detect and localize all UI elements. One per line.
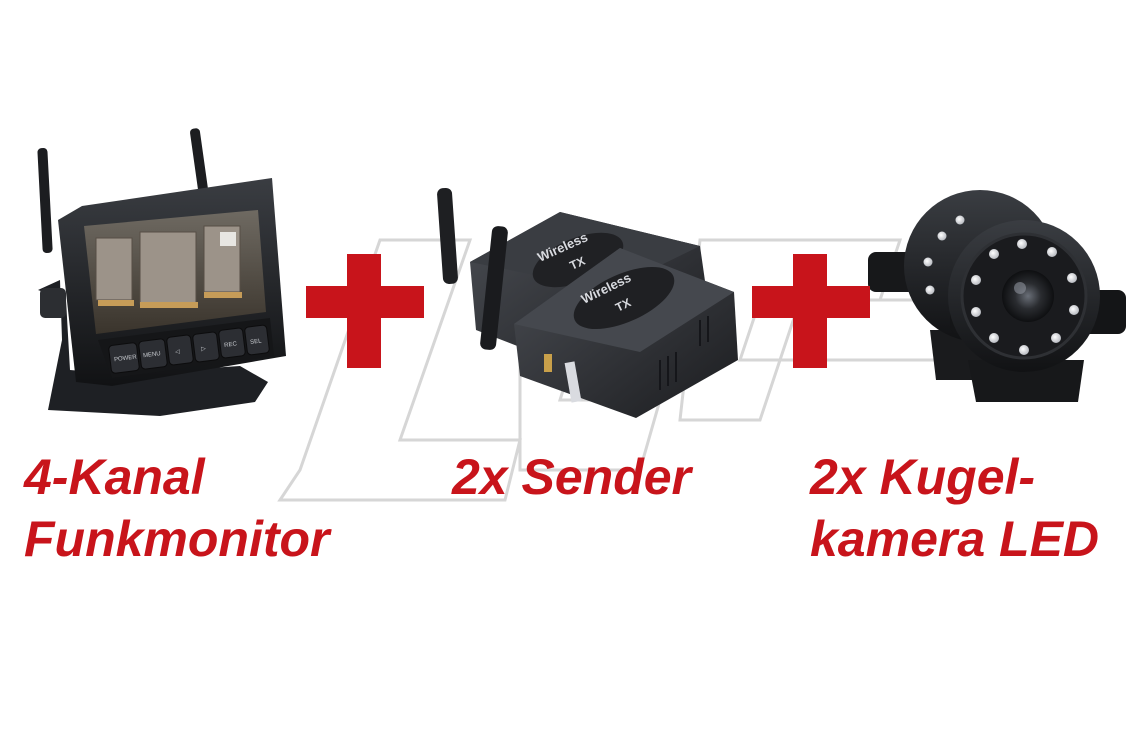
monitor-caption-line: Funkmonitor	[24, 511, 330, 567]
sender-antenna-front	[480, 226, 508, 350]
monitor-button-menu: MENU	[143, 351, 161, 359]
plus-icon	[306, 254, 424, 368]
camera-led	[1067, 273, 1077, 283]
camera-led	[971, 307, 981, 317]
camera-led	[1019, 345, 1029, 355]
sender-label-front-bottom: TX	[613, 295, 633, 314]
monitor-caption-line: 4-Kanal	[24, 449, 205, 505]
monitor-button-left: ◁	[175, 349, 181, 356]
camera-led	[989, 249, 999, 259]
sender-caption: 2x Sender	[452, 446, 691, 508]
camera-lens	[1002, 270, 1054, 322]
camera-led	[971, 275, 981, 285]
camera-led	[989, 333, 999, 343]
monitor-caption: 4-Kanal Funkmonitor	[24, 446, 330, 570]
monitor-button-power: POWER	[114, 354, 138, 363]
monitor-button-sel: SEL	[250, 338, 263, 345]
camera-caption-line: 2x Kugel-	[810, 449, 1036, 505]
camera-product	[868, 190, 1126, 402]
monitor-product: POWER MENU ◁ ▷ REC SEL	[37, 128, 286, 416]
monitor-button-right: ▷	[201, 346, 207, 353]
sender-label-back-bottom: TX	[568, 254, 588, 273]
monitor-antenna-left	[37, 148, 53, 253]
sender-product: Wireless TX Wireless TX	[437, 187, 738, 418]
plus-icon	[752, 254, 870, 368]
camera-led	[1017, 239, 1027, 249]
camera-led	[1051, 333, 1061, 343]
camera-led	[1069, 305, 1079, 315]
sender-caption-line: 2x Sender	[452, 449, 692, 505]
sender-antenna-back	[437, 187, 458, 284]
camera-led	[1047, 247, 1057, 257]
camera-caption: 2x Kugel- kamera LED	[810, 446, 1099, 570]
camera-caption-line: kamera LED	[810, 511, 1100, 567]
monitor-button-rec: REC	[224, 341, 238, 349]
